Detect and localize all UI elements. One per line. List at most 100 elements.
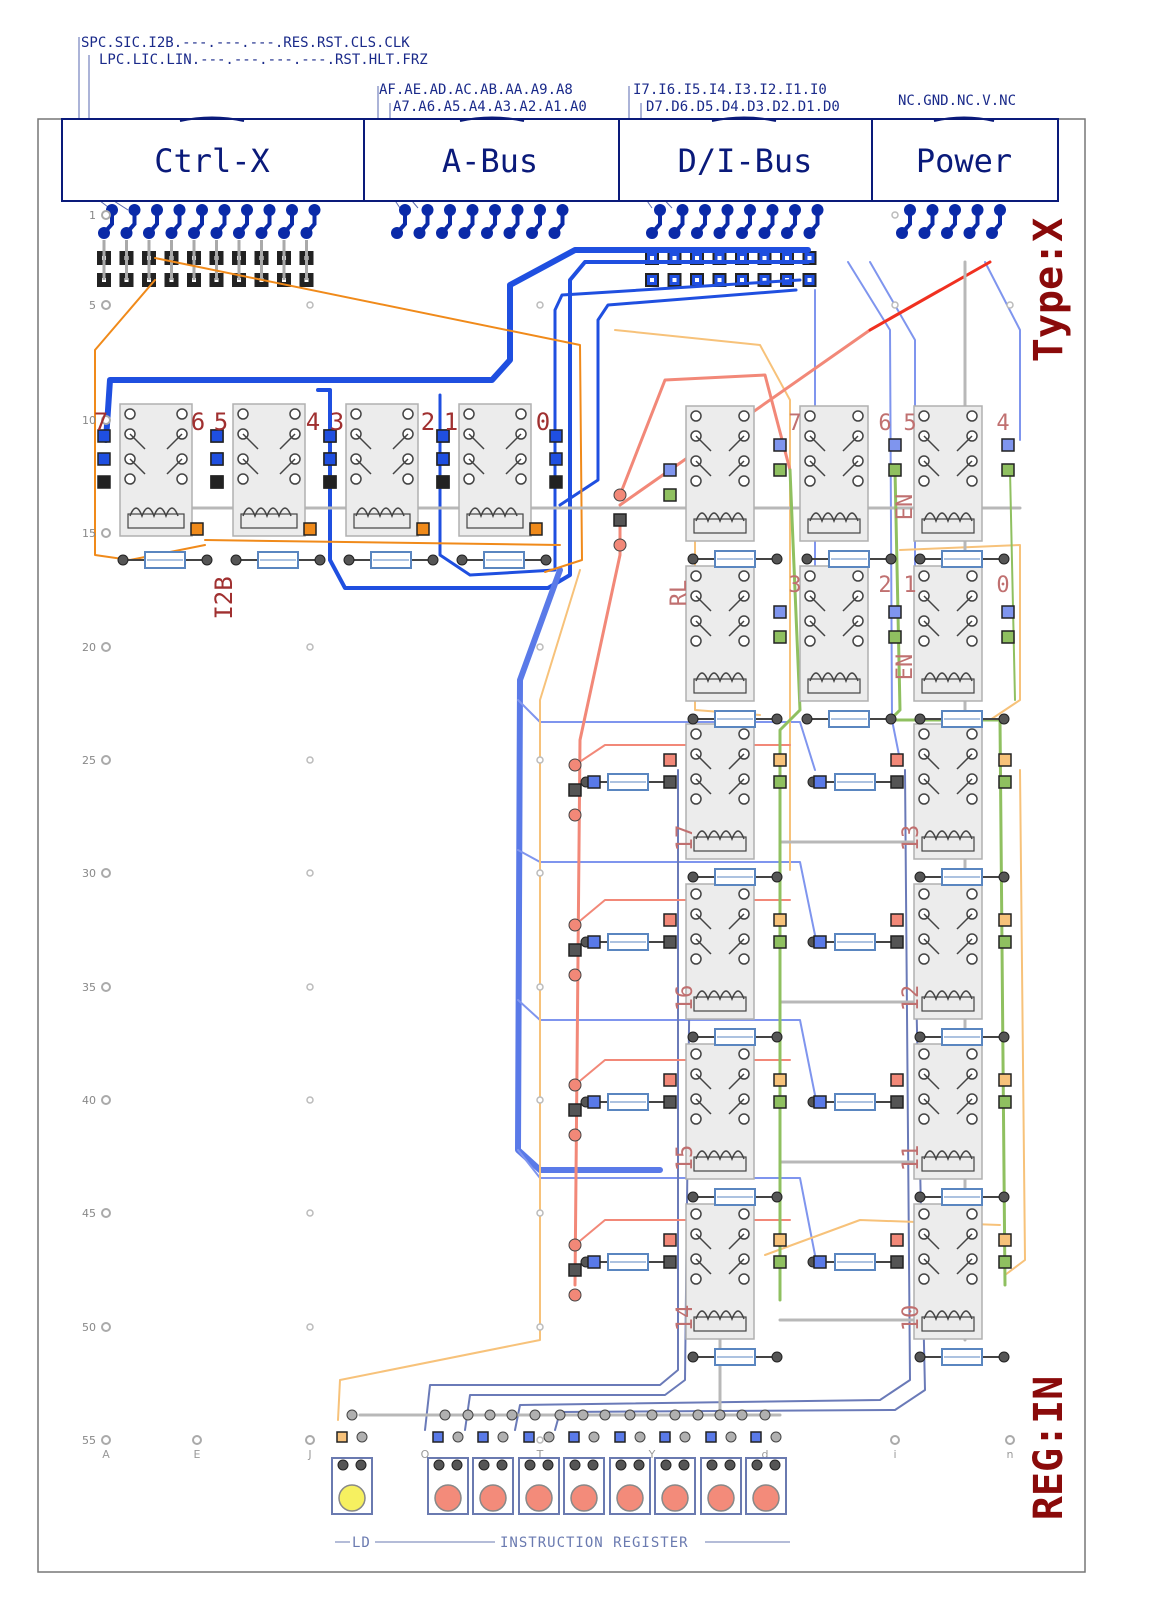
pad xyxy=(568,1263,582,1277)
pad xyxy=(998,1233,1012,1247)
pad xyxy=(549,475,563,489)
header-pin xyxy=(949,204,961,216)
register-bit-label: 16 xyxy=(673,985,698,1012)
trace-lb-4 xyxy=(517,1149,816,1256)
pad xyxy=(663,913,677,927)
pad xyxy=(568,808,582,822)
pad xyxy=(303,522,317,536)
pad-hole xyxy=(717,278,722,282)
pad xyxy=(1001,438,1015,452)
pad xyxy=(773,1073,787,1087)
relay xyxy=(913,723,983,860)
pad xyxy=(773,775,787,789)
pad xyxy=(890,1073,904,1087)
pad-hole xyxy=(672,278,677,282)
resistor xyxy=(801,710,897,728)
relay xyxy=(685,565,755,702)
pad xyxy=(646,1409,658,1421)
register-led xyxy=(427,1431,469,1515)
grid-dot xyxy=(101,528,111,538)
relay xyxy=(685,723,755,860)
header-pin xyxy=(986,227,998,239)
grid-dot xyxy=(101,415,111,425)
pad-hole xyxy=(785,256,789,260)
instruction-register-label: INSTRUCTION REGISTER xyxy=(500,1535,689,1551)
column-letter: A xyxy=(102,1448,110,1461)
pad xyxy=(813,1095,827,1109)
led-row xyxy=(331,1431,787,1515)
grid-dot xyxy=(306,983,314,991)
register-bit-labels-left: 17 16 15 14 xyxy=(673,825,698,1332)
resistor xyxy=(687,1188,783,1206)
column-letter: Y xyxy=(648,1448,656,1461)
di-bus-pins-bottom: D7.D6.D5.D4.D3.D2.D1.D0 xyxy=(646,99,840,115)
pad xyxy=(1001,463,1015,477)
relay-bit-label: 7 xyxy=(94,408,108,436)
right-relay-bit-labels: 7 6 5 4 3 2 1 0 xyxy=(788,411,1009,598)
relay xyxy=(913,405,983,542)
header-pin xyxy=(699,204,711,216)
resistors xyxy=(117,550,1010,1366)
header-pin xyxy=(278,227,290,239)
pads xyxy=(346,438,1015,1421)
header-pin xyxy=(466,204,479,216)
pad xyxy=(773,605,787,619)
trace-bus-blue-4 xyxy=(558,288,798,507)
header-pin xyxy=(188,227,200,239)
pad xyxy=(568,918,582,932)
trace-bus-blue-main xyxy=(103,247,811,443)
pad xyxy=(436,475,450,489)
pad xyxy=(759,1409,771,1421)
pad xyxy=(568,1103,582,1117)
trace-lightorange-2 xyxy=(337,569,581,1421)
connector-strip xyxy=(61,118,1059,202)
pad xyxy=(613,488,627,502)
pad xyxy=(624,1409,636,1421)
pad xyxy=(568,1128,582,1142)
header-pin xyxy=(941,227,953,239)
resistor xyxy=(117,551,213,569)
resistor xyxy=(914,1188,1010,1206)
grid-dot xyxy=(536,301,544,309)
header-pin xyxy=(781,227,793,239)
header-pin xyxy=(436,227,448,239)
pad xyxy=(998,913,1012,927)
pad xyxy=(888,463,902,477)
relay-bit-label: 5 xyxy=(903,411,916,436)
pad xyxy=(436,452,450,466)
relay xyxy=(458,403,532,537)
column-letter: T xyxy=(536,1448,544,1461)
pad-hole xyxy=(807,278,812,282)
pad xyxy=(1001,630,1015,644)
pad xyxy=(97,475,111,489)
ld-led xyxy=(331,1431,373,1515)
trace-orange-1 xyxy=(154,257,583,573)
grid-dot xyxy=(192,1435,202,1445)
header-pin xyxy=(691,227,703,239)
pad xyxy=(998,1073,1012,1087)
trace-red xyxy=(868,260,992,332)
pad xyxy=(613,513,627,527)
pad-hole xyxy=(740,278,744,282)
header-pin xyxy=(534,204,546,216)
grid-dot xyxy=(536,869,544,877)
grid-dot xyxy=(536,983,544,991)
en-label-mid: EN xyxy=(893,654,918,681)
header-pin xyxy=(413,227,426,239)
row-number: 25 xyxy=(82,754,96,767)
header-pin xyxy=(173,204,186,216)
register-led xyxy=(563,1431,605,1515)
pad xyxy=(587,1095,601,1109)
header-pin xyxy=(233,227,245,239)
pad xyxy=(998,753,1012,767)
bottom-label: LD INSTRUCTION REGISTER xyxy=(335,1535,790,1551)
register-led xyxy=(472,1431,514,1515)
row-number: 50 xyxy=(82,1321,96,1334)
grid-dot xyxy=(306,1323,314,1331)
di-bus-pins-top: I7.I6.I5.I4.I3.I2.I1.I0 xyxy=(633,82,827,98)
relay-bit-label: 2 xyxy=(878,573,891,598)
header-pin xyxy=(263,204,276,216)
connector-title-di-bus: D/I-Bus xyxy=(678,142,813,180)
resistor xyxy=(687,550,783,568)
trace-green-3 xyxy=(1009,469,1016,701)
